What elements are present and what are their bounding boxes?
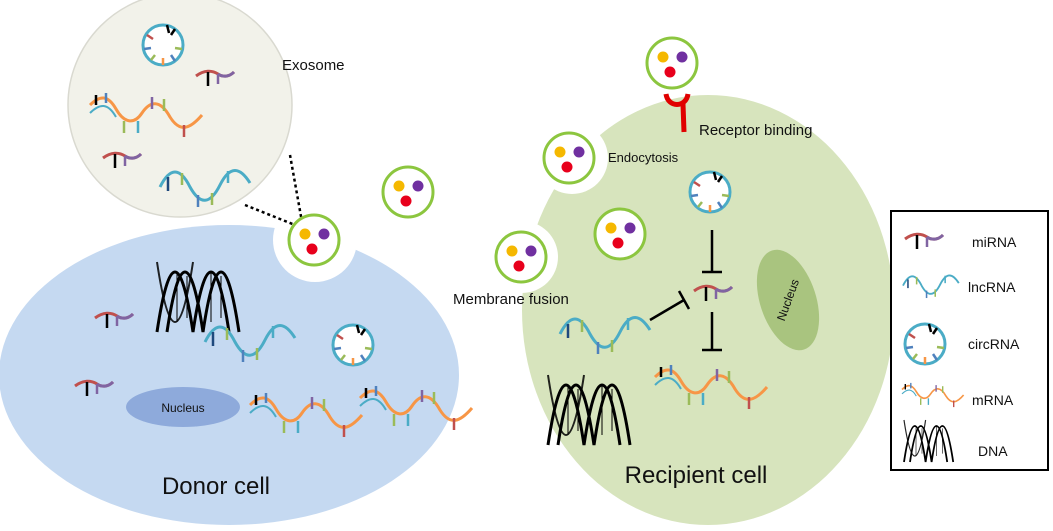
free-vesicle <box>381 165 435 219</box>
endocytosis-vesicle <box>542 131 596 185</box>
donor-nucleus <box>126 387 240 427</box>
exosome-label: Exosome <box>282 57 345 74</box>
donor-cell <box>0 225 459 525</box>
inhibit-arrow-3 <box>649 298 685 322</box>
donor-circrna-icon <box>331 323 375 367</box>
zoom-connector-2 <box>244 203 296 227</box>
legend-circrna-label: circRNA <box>968 336 1020 352</box>
legend-mrna-label: mRNA <box>972 392 1014 408</box>
receptor-vesicle <box>645 36 699 90</box>
donor-nucleus-label: Nucleus <box>161 401 204 415</box>
membrane-fusion-label: Membrane fusion <box>453 291 569 308</box>
legend-circrna-icon <box>903 322 947 366</box>
legend-lncrna-label: lncRNA <box>968 279 1016 295</box>
zoom-circrna-icon <box>141 23 185 67</box>
recipient-nucleus <box>756 249 820 351</box>
zoom-connector-1 <box>288 154 304 223</box>
inhibit-bar-3 <box>677 290 691 310</box>
legend-dna-label: DNA <box>978 443 1008 459</box>
donor-cell-label: Donor cell <box>162 473 270 500</box>
receptor <box>663 93 691 107</box>
budding-vesicle <box>287 213 341 267</box>
internalized-vesicle <box>593 207 647 261</box>
legend: miRNA lncRNA circRNA mRNA DNA <box>890 210 1049 471</box>
receptor-stalk <box>680 103 687 133</box>
endocytosis-label: Endocytosis <box>608 150 679 165</box>
receptor-binding-label: Receptor binding <box>699 122 812 139</box>
fusion-vesicle <box>494 230 548 284</box>
legend-mirna-label: miRNA <box>972 234 1017 250</box>
recipient-cell-label: Recipient cell <box>625 462 768 489</box>
recipient-circrna-icon <box>688 170 732 214</box>
